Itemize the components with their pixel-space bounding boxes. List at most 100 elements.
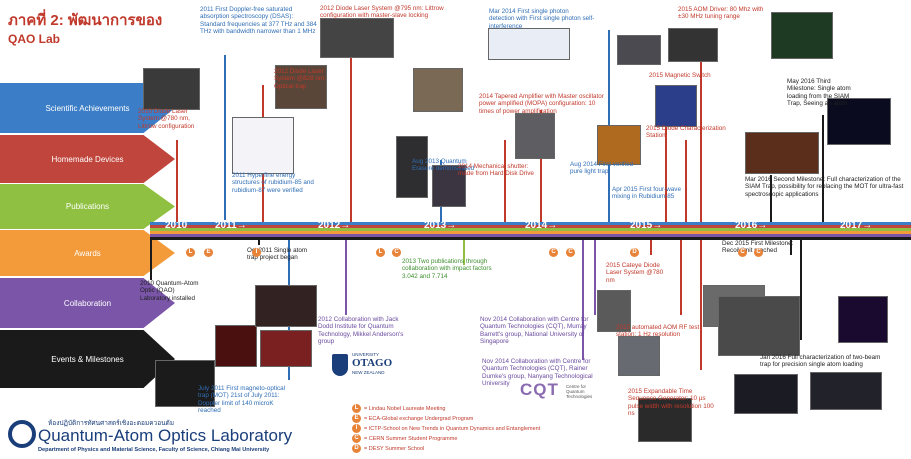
photo (827, 98, 891, 145)
legend-text: = Lindau Nobel Laureate Meeting (364, 405, 446, 412)
category-label: Homemade Devices (51, 154, 124, 164)
category-label: Awards (74, 248, 101, 258)
category-arrow: Awards (0, 230, 175, 276)
page-title-thai: ภาคที่ 2: พัฒนาการของ (8, 12, 163, 29)
photo (597, 290, 631, 332)
event-stem (650, 240, 652, 255)
photo (232, 117, 294, 174)
event-label-above: Aug 2013 Quantum Erasure demonstrated (412, 158, 475, 173)
photo (396, 136, 428, 198)
legend-text: = CERN Summer Student Programme (364, 435, 458, 442)
event-stem (700, 40, 702, 222)
timeline-band (150, 222, 911, 225)
award-chip: I (252, 248, 261, 257)
event-stem (665, 95, 667, 222)
photo (155, 360, 215, 407)
award-chip: C (392, 248, 401, 257)
event-stem (176, 140, 178, 222)
photo (668, 28, 718, 62)
event-label-below: Oct 2011 Single atom trap project began (247, 247, 308, 262)
otago-logo-text: OTAGO (352, 357, 393, 369)
timeline-band (150, 225, 911, 228)
photo (618, 336, 660, 376)
lab-department: Department of Physics and Material Scien… (38, 447, 270, 453)
event-label-below: Dec 2015 First Milestone: Recoil limit r… (722, 240, 794, 255)
otago-crest-icon (332, 354, 348, 376)
event-label-below: July 2011 First magneto-optical trap (MO… (198, 385, 286, 415)
event-label-below: 2010 Quantum-Atom Optic (QAO) Laboratory… (140, 280, 199, 302)
cqt-logo-sub: Centre for Quantum Technologies (566, 384, 593, 400)
photo (275, 65, 327, 109)
event-stem (224, 55, 226, 220)
event-label-above: 2011 Hyperfine energy structures of rubi… (232, 172, 314, 194)
photo (771, 12, 833, 59)
event-label-above: Apr 2015 First four-wave mixing in Rubid… (612, 186, 681, 201)
timeline-band (150, 228, 911, 231)
legend-chip: D (352, 444, 361, 453)
category-label: Publications (65, 202, 110, 211)
event-label-below: Nov 2014 Collaboration with Centre for Q… (480, 316, 589, 346)
photo (597, 125, 641, 165)
year-label: 2015→ (630, 220, 663, 231)
legend-text: = ICTP-School on New Trends in Quantum D… (364, 425, 541, 432)
legend-chip: I (352, 424, 361, 433)
legend-row: C= CERN Summer Student Programme (352, 434, 457, 443)
event-stem (680, 240, 682, 315)
photo (734, 374, 798, 414)
legend-row: L= Lindau Nobel Laureate Meeting (352, 404, 446, 413)
legend-chip: C (352, 434, 361, 443)
photo (143, 68, 200, 110)
event-label-above: Aug 2014 First verified pure light trap (570, 161, 633, 176)
event-label-above: Mar 2014 First single photon detection w… (489, 8, 595, 30)
lab-emblem-icon (8, 420, 36, 448)
event-stem (258, 240, 260, 245)
lab-name: Quantum-Atom Optics Laboratory (38, 426, 293, 445)
category-arrow: Homemade Devices (0, 135, 175, 183)
photo (255, 285, 317, 327)
event-stem (463, 240, 465, 265)
timeline-band (150, 234, 911, 237)
event-label-above: 2011 First Doppler-free saturated absorp… (200, 6, 317, 36)
event-label-above: May 2016 Third Milestone: Single atom lo… (787, 78, 851, 108)
page-title-lab: QAO Lab (8, 32, 61, 46)
event-label-below: Jan 2016 Full characterization of two-be… (760, 354, 881, 369)
award-chip: E (204, 248, 213, 257)
year-label: 2017→ (840, 220, 873, 231)
legend-text: = ECA-Global exchange Undergrad Program (364, 415, 474, 422)
event-stem (800, 240, 802, 340)
timeline-band (150, 231, 911, 234)
event-label-below: 2015 automated AOM RF test station: 1 Hz… (616, 324, 700, 339)
award-chip: C (738, 248, 747, 257)
timeline-band (150, 237, 911, 240)
event-label-above: 2010 Diode Laser System @780 nm, Littrow… (138, 108, 195, 130)
event-label-above: Mar 2016 Second Milestone: Full characte… (745, 176, 904, 198)
event-stem (594, 240, 596, 315)
otago-logo-sub: NEW ZEALAND (352, 370, 385, 375)
event-label-above: 2012 Diode Laser System @795 nm: Littrow… (320, 5, 444, 20)
otago-logo-top: UNIVERSITY (352, 352, 380, 357)
event-stem (822, 115, 824, 222)
award-chip: L (186, 248, 195, 257)
year-label: 2013→ (424, 220, 457, 231)
category-arrow: Collaboration (0, 278, 175, 328)
category-arrow: Events & Milestones (0, 330, 175, 388)
award-chip: C (566, 248, 575, 257)
photo (838, 296, 888, 343)
photo (655, 85, 697, 127)
year-label: 2011→ (215, 220, 247, 231)
event-label-below: 2012 Collaboration with Jack Dodd Instit… (318, 316, 404, 346)
otago-logo: UNIVERSITY OTAGO NEW ZEALAND (332, 352, 400, 382)
photo (320, 18, 394, 58)
award-chip: C (754, 248, 763, 257)
lab-logo: ห้องปฏิบัติการทัศนศาสตร์เชิงอะตอมควอนตัม… (8, 418, 338, 456)
legend-text: = DESY Summer School (364, 445, 425, 452)
cqt-logo-text: CQT (520, 380, 559, 399)
award-chip: L (376, 248, 385, 257)
event-stem (350, 25, 352, 222)
year-label: 2010 (165, 220, 188, 231)
event-label-above: 2014 Tapered Amplifier with Master oscil… (479, 93, 604, 115)
event-label-above: 2015 AOM Driver: 80 Mhz with ±30 MHz tun… (678, 6, 764, 21)
photo (515, 113, 555, 159)
category-label: Collaboration (63, 298, 112, 308)
event-label-below: Nov 2014 Collaboration with Centre for Q… (482, 358, 593, 388)
